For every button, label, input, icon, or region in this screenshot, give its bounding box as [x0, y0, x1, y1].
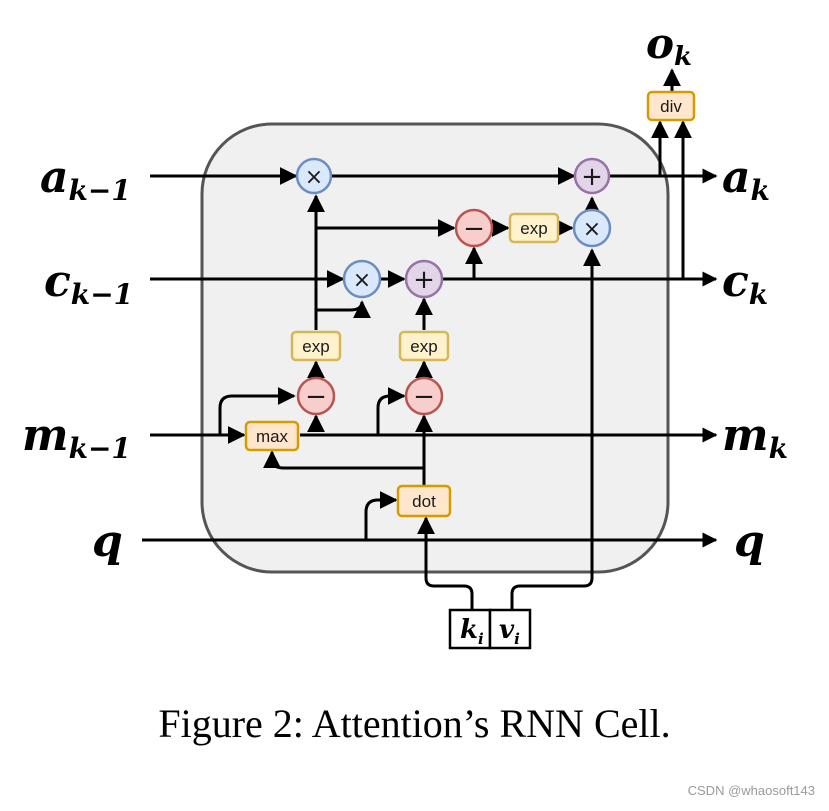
- label-c-next: ck: [722, 256, 768, 311]
- label-o-out: ok: [646, 19, 692, 72]
- dot-box: dot: [396, 484, 452, 518]
- wire-k-to-dot: [417, 516, 474, 610]
- wires: [142, 68, 718, 610]
- minus-glyph: −: [305, 382, 327, 412]
- minus-glyph: −: [463, 214, 485, 244]
- times-node-c: ×: [342, 259, 382, 299]
- box-nodes: div exp exp exp max dot: [244, 90, 696, 518]
- times-node-v: ×: [572, 208, 612, 248]
- minus-glyph: −: [413, 382, 435, 412]
- plus-node-c: +: [404, 259, 444, 299]
- times-glyph: ×: [305, 165, 323, 190]
- input-labels: ak−1 ck−1 mk−1 q: [22, 152, 133, 567]
- exp-box-top: exp: [508, 212, 560, 244]
- div-box: div: [646, 90, 696, 122]
- label-m-next: mk: [722, 410, 788, 465]
- operator-nodes: × + − × × + −: [295, 157, 612, 416]
- minus-node-left: −: [296, 376, 336, 416]
- v-box: [488, 608, 532, 650]
- watermark: CSDN @whaosoft143: [687, 783, 815, 798]
- exp-label: exp: [302, 337, 329, 356]
- k-box: [448, 608, 492, 650]
- label-q-out: q: [734, 516, 765, 567]
- label-c-prev: ck−1: [44, 256, 133, 311]
- k-label: ki: [460, 615, 484, 648]
- plus-glyph: +: [581, 162, 603, 192]
- max-label: max: [256, 427, 289, 446]
- label-a-next: ak: [722, 152, 770, 207]
- exp-box-mid: exp: [398, 330, 450, 362]
- wire-v-to-times: [510, 248, 601, 610]
- wire-q-to-dot: [364, 491, 398, 540]
- dot-label: dot: [412, 492, 436, 511]
- times-node-a: ×: [295, 157, 333, 195]
- max-box: max: [244, 420, 300, 452]
- wire-dot-to-max: [263, 450, 424, 470]
- plus-node-a: +: [573, 157, 611, 195]
- exp-label: exp: [520, 219, 547, 238]
- exp-box-left: exp: [290, 330, 342, 362]
- output-labels: ak ck mk q ok: [646, 19, 788, 567]
- wire-exp-to-times-c: [316, 300, 371, 319]
- times-glyph: ×: [353, 268, 371, 293]
- minus-node-top: −: [454, 208, 494, 248]
- plus-glyph: +: [413, 265, 435, 295]
- label-q-in: q: [92, 516, 123, 567]
- label-a-prev: ak−1: [40, 152, 131, 207]
- wire-m-prev-to-minus: [218, 387, 296, 435]
- label-m-prev: mk−1: [22, 410, 131, 465]
- times-glyph: ×: [583, 217, 601, 242]
- exp-label: exp: [410, 337, 437, 356]
- figure-caption: Figure 2: Attention’s RNN Cell.: [158, 701, 671, 746]
- wire-m-next-to-minus: [376, 387, 406, 435]
- div-label: div: [660, 97, 682, 116]
- minus-node-mid: −: [404, 376, 444, 416]
- v-label: vi: [499, 615, 520, 648]
- kv-boxes: ki vi: [448, 608, 532, 650]
